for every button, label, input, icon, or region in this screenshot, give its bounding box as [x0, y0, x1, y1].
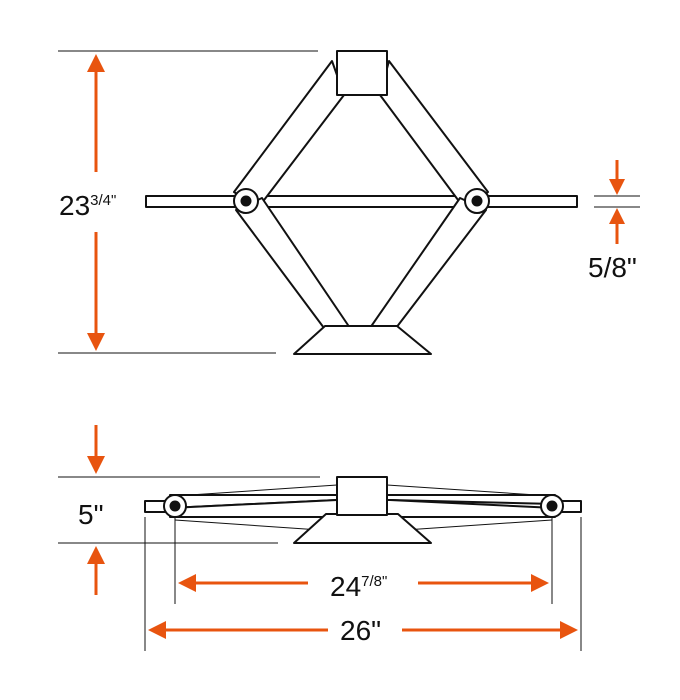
lowered-jack-arm-line-right: [386, 484, 553, 497]
rod-thickness-dimension: 5/8": [588, 160, 640, 283]
lowered-height-label: 5": [78, 499, 104, 530]
raised-height-label: 233/4": [59, 190, 116, 221]
raised-jack-upper-left-arm: [233, 60, 345, 209]
lowered-jack: [144, 476, 582, 544]
raised-jack-screw-rod: [145, 195, 578, 208]
raised-jack-left-pivot: [233, 188, 259, 214]
raised-height-upper-arrow-head: [87, 54, 105, 72]
lowered-height-dimension: 5": [58, 425, 320, 595]
raised-jack-lower-right-arm: [369, 197, 487, 329]
pivot-span-label: 247/8": [330, 571, 387, 602]
overall-length-right-arrow-head: [560, 621, 578, 639]
raised-jack-right-pivot: [464, 188, 490, 214]
overall-length-left-arrow-head: [148, 621, 166, 639]
raised-height-lower-arrow-head: [87, 333, 105, 351]
rod-thickness-down-arrow-head: [609, 179, 625, 195]
lowered-jack-arm-line-left: [174, 484, 338, 497]
raised-height-fraction: 3/4": [90, 192, 116, 209]
overall-length-label: 26": [340, 615, 381, 646]
raised-height-dimension: 233/4": [58, 50, 318, 354]
raised-jack-lower-left-arm: [235, 197, 351, 329]
raised-jack-top-saddle: [336, 50, 388, 96]
raised-height-value: 23: [59, 190, 90, 221]
lowered-jack-left-pivot: [163, 494, 187, 518]
rod-thickness-label: 5/8": [588, 252, 637, 283]
lowered-jack-arm-line-left-lower: [174, 519, 321, 531]
lowered-jack-top-saddle: [336, 476, 388, 516]
lowered-jack-base: [293, 513, 432, 544]
pivot-span-left-arrow-head: [178, 574, 196, 592]
pivot-span-right-arrow-head: [531, 574, 549, 592]
raised-jack-base: [293, 325, 432, 355]
pivot-span-value: 24: [330, 571, 361, 602]
pivot-span-fraction: 7/8": [361, 573, 387, 590]
lowered-height-down-arrow-head: [87, 456, 105, 474]
overall-length-dimension: 26": [144, 517, 582, 651]
pivot-span-dimension: 247/8": [174, 517, 553, 604]
lowered-jack-arm-line-right-lower: [404, 519, 553, 531]
rod-thickness-up-arrow-head: [609, 208, 625, 224]
raised-jack-upper-right-arm: [379, 60, 489, 209]
lowered-jack-right-pivot: [540, 494, 564, 518]
lowered-height-up-arrow-head: [87, 546, 105, 564]
raised-jack: [145, 50, 578, 355]
